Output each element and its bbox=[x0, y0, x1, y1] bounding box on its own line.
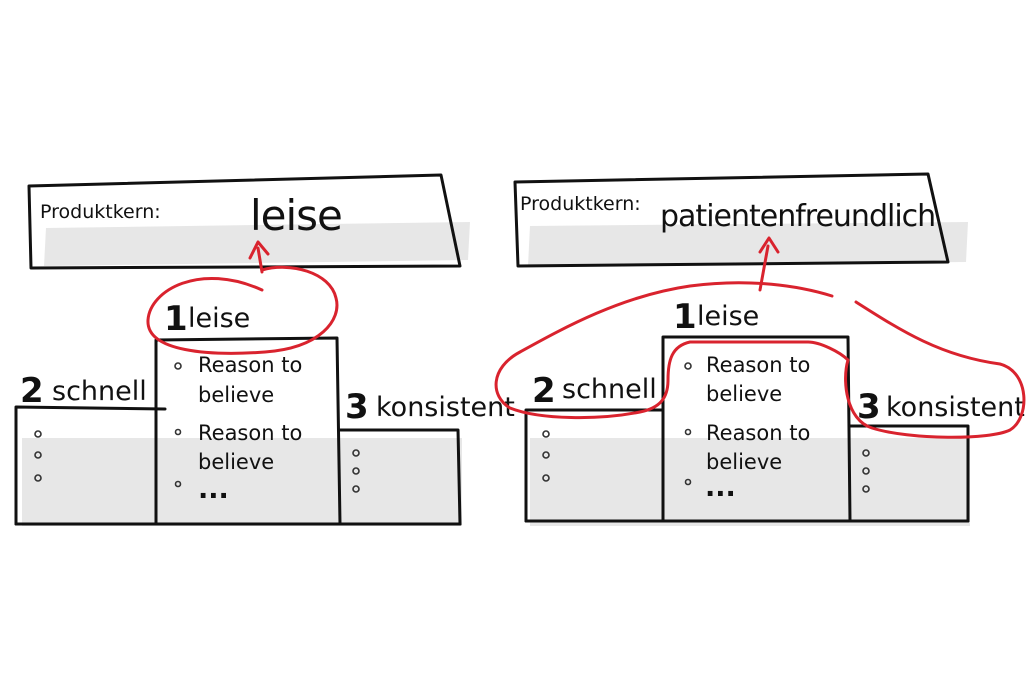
left-reason-4: believe bbox=[198, 450, 274, 474]
left-third-num: 3 bbox=[345, 387, 369, 427]
right-bullet bbox=[684, 478, 692, 486]
right-diagram: Produktkern: patientenfreundlich 1 leise… bbox=[494, 172, 1026, 526]
left-first-label: leise bbox=[188, 303, 250, 334]
right-second-bullet bbox=[542, 430, 550, 438]
left-core-label: Produktkern: bbox=[40, 201, 161, 223]
left-core-value: leise bbox=[250, 191, 342, 240]
right-third-num: 3 bbox=[857, 387, 881, 427]
left-reason-1: Reason to bbox=[198, 353, 302, 377]
left-third-bullet bbox=[352, 467, 360, 475]
right-reason-3: Reason to bbox=[706, 421, 810, 445]
right-third-bullet bbox=[862, 485, 870, 493]
right-highlight-outline bbox=[494, 281, 1026, 439]
right-reason-1: Reason to bbox=[706, 353, 810, 377]
left-reason-2: believe bbox=[198, 383, 274, 407]
left-first-num: 1 bbox=[164, 299, 188, 339]
right-arrow-head bbox=[758, 236, 780, 254]
left-third-bullet bbox=[352, 449, 360, 457]
right-core-value: patientenfreundlich bbox=[660, 199, 935, 234]
left-second-label: schnell bbox=[52, 376, 147, 407]
left-bullet bbox=[174, 428, 182, 436]
right-core-label: Produktkern: bbox=[520, 193, 641, 215]
left-podium-third bbox=[338, 428, 462, 526]
left-second-bullet bbox=[34, 451, 42, 459]
left-bullet bbox=[174, 480, 182, 488]
left-highlight-ellipse bbox=[146, 265, 339, 355]
right-bullet bbox=[684, 428, 692, 436]
left-podium-second bbox=[14, 405, 167, 526]
left-bullet bbox=[174, 362, 182, 370]
right-reason-2: believe bbox=[706, 382, 782, 406]
right-arrow-shaft bbox=[758, 244, 770, 292]
right-core-box bbox=[513, 172, 950, 268]
right-third-bullet bbox=[862, 449, 870, 457]
right-second-bullet bbox=[542, 474, 550, 482]
right-podium-second bbox=[524, 408, 665, 523]
left-more-indicator: ... bbox=[198, 474, 229, 505]
left-second-bullet bbox=[34, 474, 42, 482]
right-podium-third bbox=[848, 424, 970, 523]
left-diagram: Produktkern: leise 1 leise 2 schnell 3 k… bbox=[14, 173, 515, 526]
left-arrow-shaft bbox=[256, 246, 264, 274]
right-third-bullet bbox=[862, 467, 870, 475]
right-reason-4: believe bbox=[706, 450, 782, 474]
left-core-box bbox=[27, 173, 462, 270]
right-core-box-shadow bbox=[528, 222, 968, 266]
left-second-bullet bbox=[34, 430, 42, 438]
right-more-indicator: ... bbox=[705, 472, 736, 503]
right-first-num: 1 bbox=[673, 297, 697, 337]
left-third-label: konsistent bbox=[376, 392, 515, 423]
left-reason-3: Reason to bbox=[198, 421, 302, 445]
left-arrow-head bbox=[248, 240, 270, 260]
right-bullet bbox=[684, 362, 692, 370]
right-first-label: leise bbox=[697, 301, 759, 332]
left-podium-shadow bbox=[22, 438, 462, 526]
left-third-bullet bbox=[352, 485, 360, 493]
right-second-label: schnell bbox=[562, 374, 657, 405]
right-second-bullet bbox=[542, 451, 550, 459]
right-second-num: 2 bbox=[532, 371, 556, 411]
right-podium-shadow bbox=[530, 438, 970, 526]
left-second-num: 2 bbox=[20, 371, 44, 411]
right-third-label: konsistent bbox=[886, 392, 1025, 423]
